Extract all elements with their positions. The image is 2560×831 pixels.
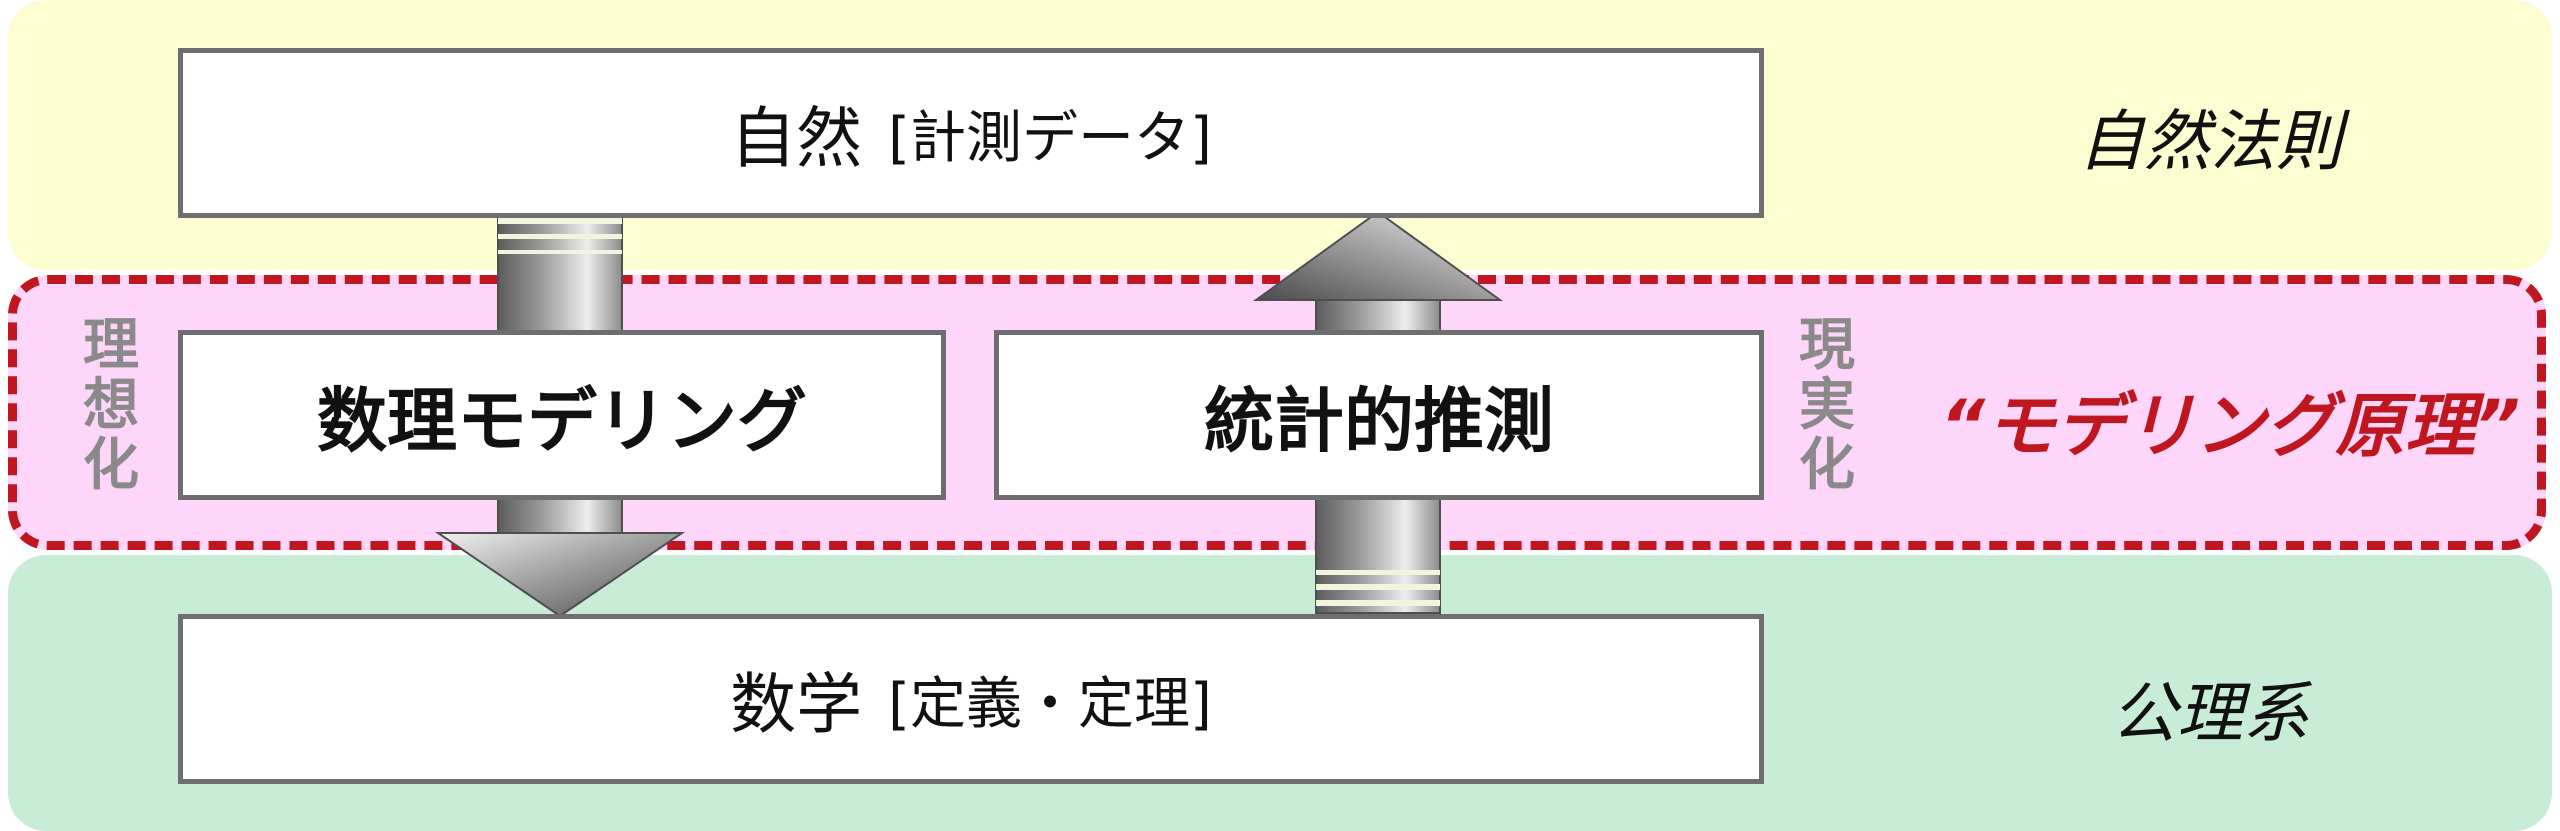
nature-box: 自然 [計測データ] [178,48,1764,218]
modeling-box-label: 数理モデリング [317,379,807,462]
nature-box-subtitle: [計測データ] [888,105,1212,171]
math-box: 数学 [定義・定理] [178,614,1764,784]
math-box-title: 数学 [730,666,863,743]
realization-label: 現 実 化 [1799,313,1855,498]
idealization-label: 理 想 化 [83,313,139,498]
inference-box: 統計的推測 [994,330,1764,500]
nature-box-title: 自然 [730,100,863,177]
modeling-box: 数理モデリング [178,330,946,500]
inference-box-label: 統計的推測 [1204,379,1554,462]
natural-law-label: 自然法則 [2078,103,2342,180]
axiom-system-label: 公理系 [2111,675,2309,752]
modeling-principle-label: “モデリング原理” [1940,385,2521,467]
math-box-subtitle: [定義・定理] [888,671,1212,737]
